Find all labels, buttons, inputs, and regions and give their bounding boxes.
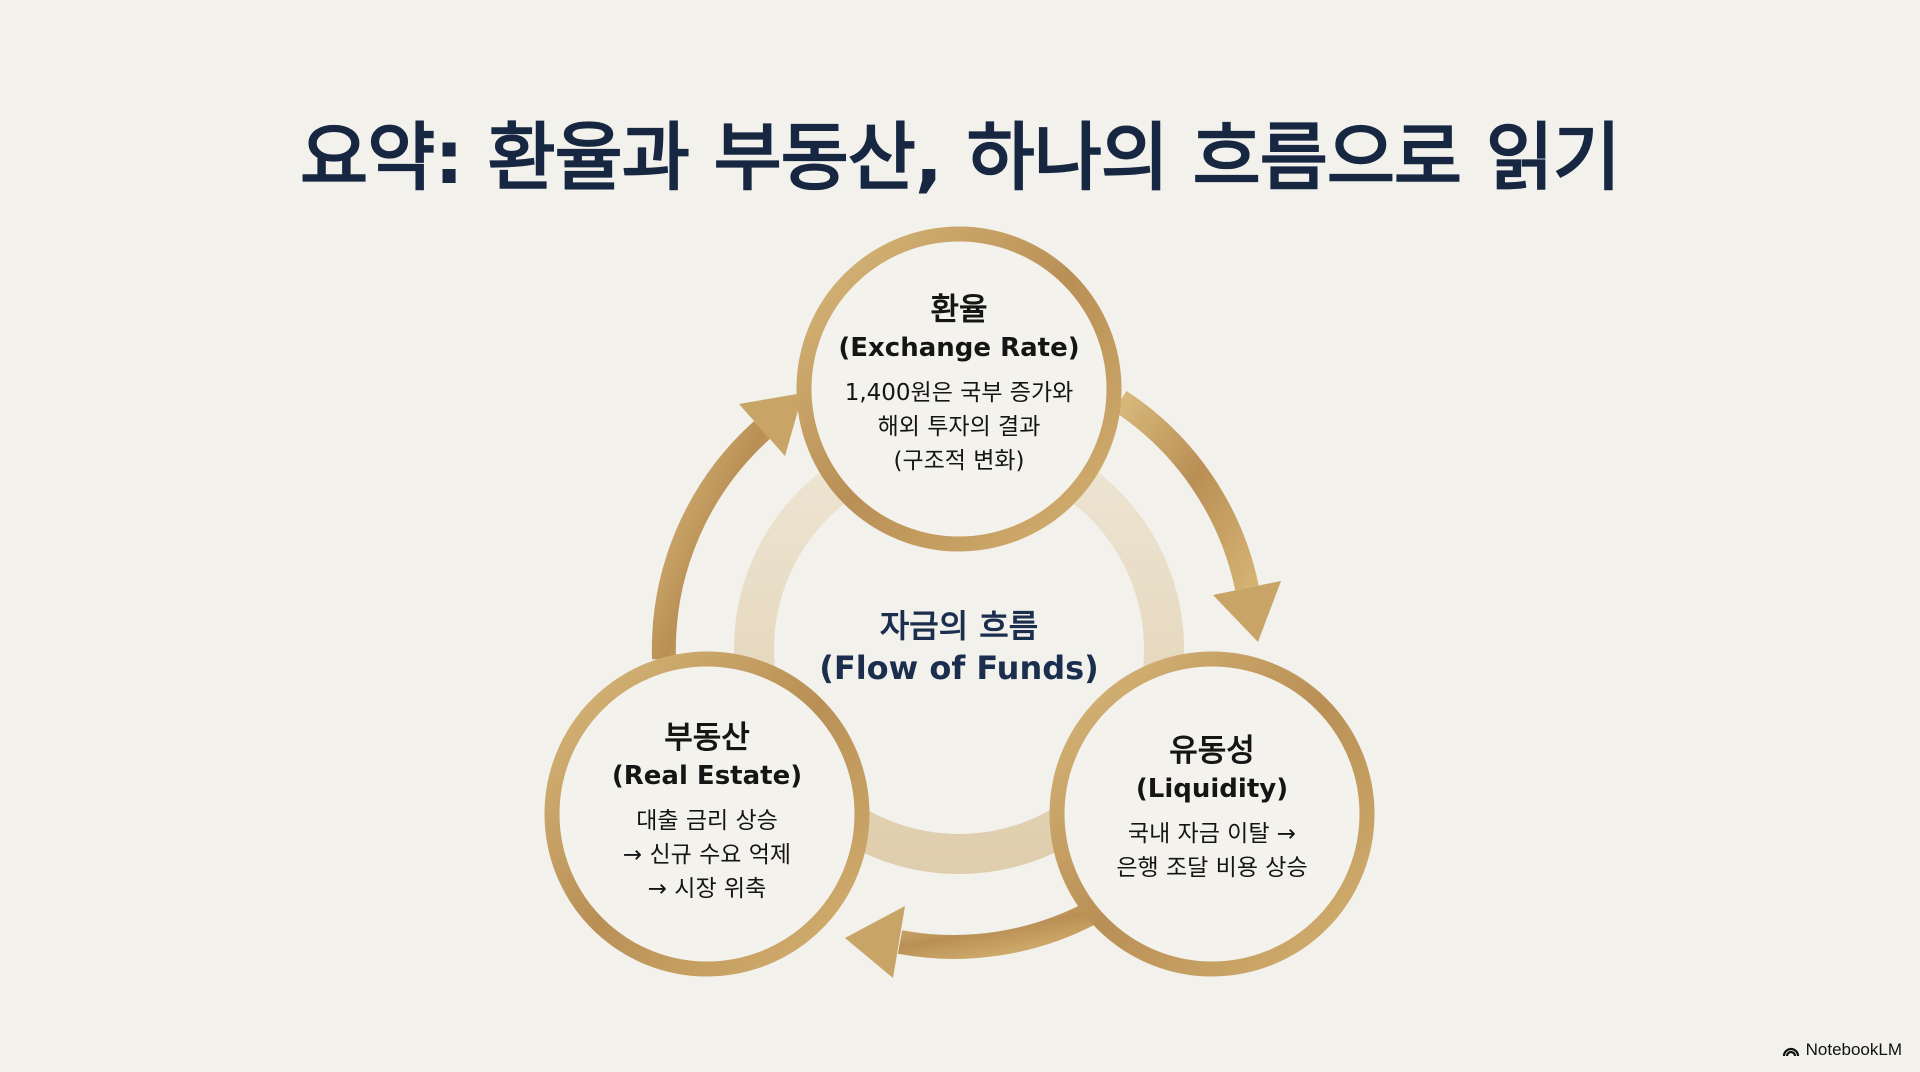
node-exchange: 환율 (Exchange Rate) 1,400원은 국부 증가와 해외 투자의…	[799, 290, 1119, 478]
node-line: → 신규 수요 억제	[622, 842, 792, 868]
node-liquidity-circle	[1049, 651, 1375, 977]
node-subtitle: (Exchange Rate)	[838, 333, 1080, 363]
node-line: → 시장 위축	[647, 876, 767, 902]
node-line: 국내 자금 이탈 →	[1127, 821, 1297, 847]
arrow-exchange-to-liquidity	[1113, 390, 1281, 642]
node-title: 유동성	[1169, 733, 1255, 769]
node-title: 환율	[930, 292, 988, 328]
node-liquidity: 유동성 (Liquidity) 국내 자금 이탈 → 은행 조달 비용 상승	[1052, 731, 1372, 885]
node-line: (구조적 변화)	[893, 448, 1025, 474]
arrow-realestate-to-exchange	[651, 393, 803, 660]
center-label: 자금의 흐름 (Flow of Funds)	[759, 605, 1159, 689]
node-subtitle: (Liquidity)	[1135, 774, 1289, 804]
node-line: 대출 금리 상승	[636, 808, 778, 834]
node-subtitle: (Real Estate)	[611, 761, 803, 791]
arrow-liquidity-to-realestate	[845, 901, 1099, 978]
center-subtitle: (Flow of Funds)	[819, 649, 1099, 687]
brand-watermark: NotebookLM	[1782, 1040, 1902, 1060]
node-realestate: 부동산 (Real Estate) 대출 금리 상승 → 신규 수요 억제 → …	[547, 718, 867, 906]
node-exchange-circle	[796, 226, 1122, 552]
page-title: 요약: 환율과 부동산, 하나의 흐름으로 읽기	[300, 115, 1621, 201]
node-line: 해외 투자의 결과	[877, 414, 1041, 440]
node-line: 은행 조달 비용 상승	[1116, 855, 1308, 881]
notebooklm-logo-icon	[1782, 1047, 1799, 1057]
brand-label: NotebookLM	[1805, 1040, 1902, 1059]
node-title: 부동산	[664, 720, 750, 756]
node-line: 1,400원은 국부 증가와	[844, 380, 1074, 406]
center-title: 자금의 흐름	[879, 607, 1039, 645]
node-realestate-circle	[544, 651, 870, 977]
